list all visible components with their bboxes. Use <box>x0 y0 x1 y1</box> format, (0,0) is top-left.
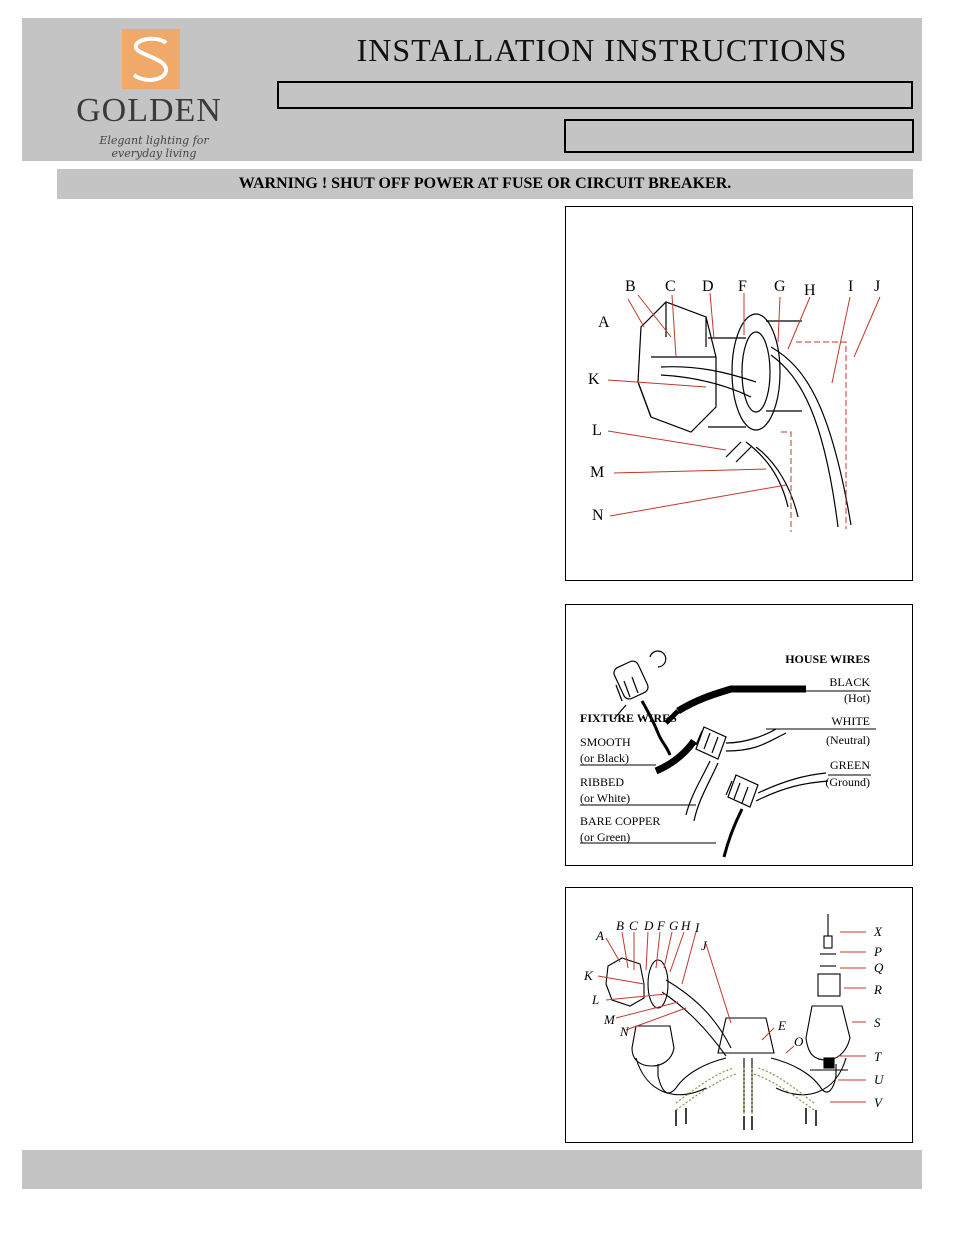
or-black-label: (or Black) <box>580 751 629 765</box>
model-name-box <box>277 81 913 109</box>
assembly-label-k: K <box>583 968 594 983</box>
assembly-label-c: C <box>629 918 638 933</box>
label-i: I <box>848 278 853 295</box>
model-number-box <box>564 119 914 153</box>
label-k: K <box>588 371 600 388</box>
bare-copper-label: BARE COPPER <box>580 814 660 828</box>
mounting-diagram-illustration: A B C D F G H I J K L M N <box>588 278 881 532</box>
or-white-label: (or White) <box>580 791 630 805</box>
label-j: J <box>874 278 880 295</box>
brand-name: GOLDEN <box>76 92 222 129</box>
brand-logo: GOLDEN Elegant lighting for everyday liv… <box>74 26 234 160</box>
label-g: G <box>774 278 786 295</box>
white-label: WHITE <box>831 714 870 728</box>
footer-band <box>22 1150 922 1189</box>
label-d: D <box>702 278 714 295</box>
black-label: BLACK <box>829 675 870 689</box>
assembly-diagram-illustration: A B C D F G H I J K L M N E O X P Q R S … <box>583 914 885 1130</box>
green-label: GREEN <box>830 758 870 772</box>
label-h: H <box>804 282 816 299</box>
smooth-label: SMOOTH <box>580 735 631 749</box>
assembly-label-l: L <box>591 992 599 1007</box>
assembly-label-j: J <box>701 938 708 953</box>
assembly-label-s: S <box>874 1015 881 1030</box>
assembly-label-m: M <box>603 1012 616 1027</box>
ground-label: (Ground) <box>825 775 870 789</box>
wiring-diagram: HOUSE WIRES FIXTURE WIRES BLACK (Hot) WH… <box>565 604 913 866</box>
assembly-label-q: Q <box>874 960 884 975</box>
label-m: M <box>590 464 604 481</box>
label-a: A <box>598 314 610 331</box>
assembly-label-g: G <box>669 918 679 933</box>
header-band: GOLDEN Elegant lighting for everyday liv… <box>22 18 922 161</box>
hot-label: (Hot) <box>844 691 870 705</box>
label-f: F <box>738 278 747 295</box>
label-n: N <box>592 507 604 524</box>
assembly-label-h: H <box>680 918 691 933</box>
assembly-label-o: O <box>794 1034 804 1049</box>
label-c: C <box>665 278 676 295</box>
neutral-label: (Neutral) <box>826 733 870 747</box>
house-wires-label: HOUSE WIRES <box>785 652 870 666</box>
assembly-label-x: X <box>873 924 883 939</box>
assembly-label-r: R <box>873 982 882 997</box>
assembly-diagram: A B C D F G H I J K L M N E O X P Q R S … <box>565 887 913 1143</box>
assembly-label-p: P <box>873 944 882 959</box>
brand-tagline: Elegant lighting for everyday living <box>99 134 209 160</box>
assembly-label-d: D <box>643 918 654 933</box>
wiring-diagram-illustration: HOUSE WIRES FIXTURE WIRES BLACK (Hot) WH… <box>580 650 876 858</box>
ribbed-label: RIBBED <box>580 775 624 789</box>
mounting-diagram: A B C D F G H I J K L M N <box>565 206 913 581</box>
assembly-label-i: I <box>694 920 700 935</box>
assembly-label-v: V <box>874 1095 884 1110</box>
or-green-label: (or Green) <box>580 830 630 844</box>
assembly-label-e: E <box>777 1018 786 1033</box>
assembly-label-n: N <box>619 1024 630 1039</box>
assembly-label-t: T <box>874 1049 882 1064</box>
fixture-wires-label: FIXTURE WIRES <box>580 711 677 725</box>
logo-s-mark-icon <box>122 29 180 89</box>
label-l: L <box>592 422 602 439</box>
page-title: INSTALLATION INSTRUCTIONS <box>356 32 848 68</box>
warning-banner: WARNING ! SHUT OFF POWER AT FUSE OR CIRC… <box>57 169 913 199</box>
assembly-label-f: F <box>656 918 666 933</box>
assembly-label-a: A <box>595 928 604 943</box>
assembly-label-u: U <box>874 1072 885 1087</box>
assembly-label-b: B <box>616 918 624 933</box>
label-b: B <box>625 278 636 295</box>
